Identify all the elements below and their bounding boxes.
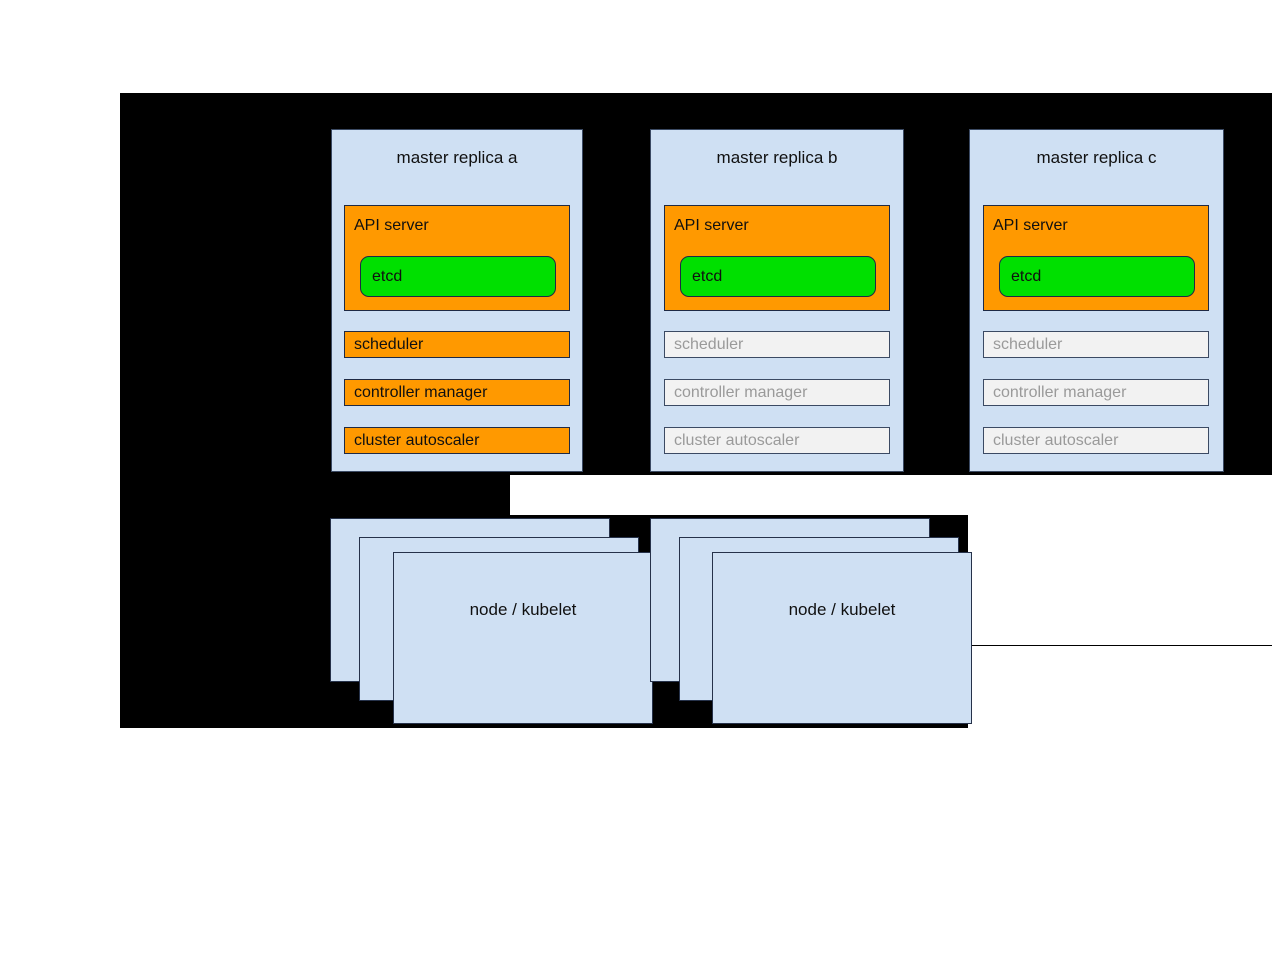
component-cluster-autoscaler-c[interactable]: cluster autoscaler <box>983 427 1209 454</box>
api-server-label-a: API server <box>354 217 429 234</box>
node-stack-1-layer-front[interactable]: node / kubelet <box>393 552 653 724</box>
component-controller-manager-c[interactable]: controller manager <box>983 379 1209 406</box>
component-cluster-autoscaler-a[interactable]: cluster autoscaler <box>344 427 570 454</box>
master-replica-title-c: master replica c <box>1036 148 1157 167</box>
component-controller-manager-a[interactable]: controller manager <box>344 379 570 406</box>
node-stack-1-label: node / kubelet <box>469 600 577 619</box>
component-scheduler-a[interactable]: scheduler <box>344 331 570 358</box>
master-replica-title-b: master replica b <box>716 148 838 167</box>
node-stack-2-layer-front[interactable]: node / kubelet <box>712 552 972 724</box>
api-server-label-c: API server <box>993 217 1068 234</box>
etcd-block-a[interactable]: etcd <box>360 256 556 297</box>
backdrop-plate-left <box>120 475 510 515</box>
node-stack-2-label: node / kubelet <box>788 600 896 619</box>
etcd-block-c[interactable]: etcd <box>999 256 1195 297</box>
component-scheduler-b[interactable]: scheduler <box>664 331 890 358</box>
component-controller-manager-b[interactable]: controller manager <box>664 379 890 406</box>
api-server-label-b: API server <box>674 217 749 234</box>
etcd-block-b[interactable]: etcd <box>680 256 876 297</box>
component-scheduler-c[interactable]: scheduler <box>983 331 1209 358</box>
component-cluster-autoscaler-b[interactable]: cluster autoscaler <box>664 427 890 454</box>
master-replica-title-a: master replica a <box>396 148 518 167</box>
